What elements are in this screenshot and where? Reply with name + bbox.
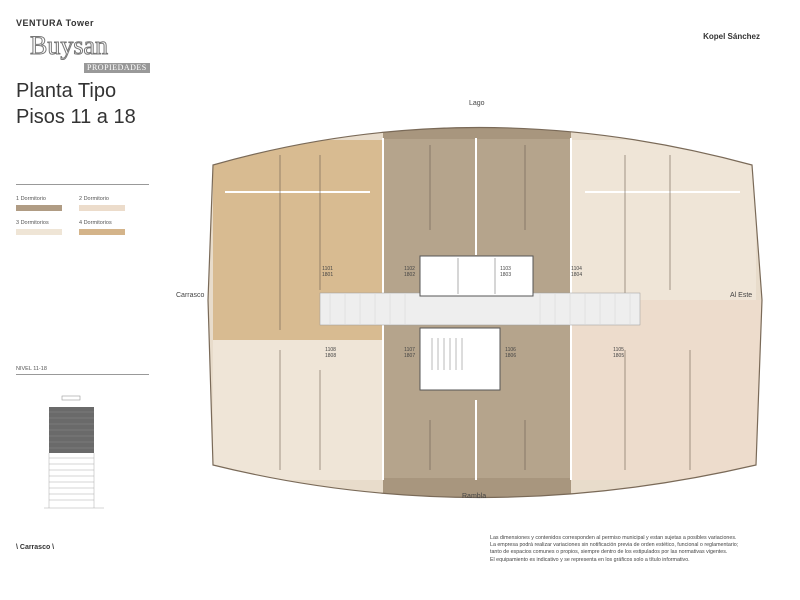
page-title: Planta Tipo Pisos 11 a 18: [16, 78, 136, 130]
legend-swatch: [79, 229, 125, 235]
disclaimer-line: tanto de espacios comunes o propios, sie…: [490, 549, 728, 556]
stair-core: [419, 327, 501, 391]
architect-logo: Kopel Sánchez: [703, 32, 760, 41]
legend-label: 3 Dormitorios: [16, 220, 49, 226]
watermark-subtitle: PROPIEDADES: [84, 63, 150, 73]
corridor: [319, 292, 641, 326]
unit-1104[interactable]: [571, 140, 756, 305]
disclaimer: Las dimensiones y contenidos corresponde…: [490, 535, 795, 564]
legend-swatch: [16, 229, 62, 235]
disclaimer-line: El equipamiento es indicativo y se repre…: [490, 556, 690, 563]
legend-swatch: [16, 205, 62, 211]
level-label: NIVEL 11-18: [16, 366, 47, 372]
orientation-right: Al Este: [730, 292, 753, 299]
unit-1108[interactable]: [213, 340, 383, 480]
orientation-left: Carrasco: [176, 292, 205, 299]
disclaimer-line: Las dimensiones y contenidos corresponde…: [490, 535, 737, 541]
balcony-top: [383, 127, 571, 139]
orientation-top: Lago: [469, 100, 485, 107]
legend-label: 2 Dormitorio: [79, 196, 109, 202]
project-name: VENTURA Tower: [16, 18, 95, 28]
title-line-2: Pisos 11 a 18: [16, 106, 136, 128]
disclaimer-line: La empresa podrá realizar variaciones si…: [490, 542, 739, 549]
title-line-1: Planta Tipo: [16, 80, 117, 102]
legend-label: 1 Dormitorio: [16, 196, 46, 202]
watermark-logo: Buysan: [30, 31, 109, 60]
elevator-core: [419, 255, 534, 297]
divider: [16, 184, 149, 185]
divider: [16, 374, 149, 375]
balcony-bottom: [383, 478, 571, 498]
unit-1105[interactable]: [571, 300, 761, 480]
tower-elevation-icon: [44, 395, 104, 509]
orientation-bottom: Rambla: [462, 493, 487, 500]
legend-swatch: [79, 205, 125, 211]
legend-label: 4 Dormitorios: [79, 220, 112, 226]
neighborhood-label: \ Carrasco \: [16, 544, 55, 551]
